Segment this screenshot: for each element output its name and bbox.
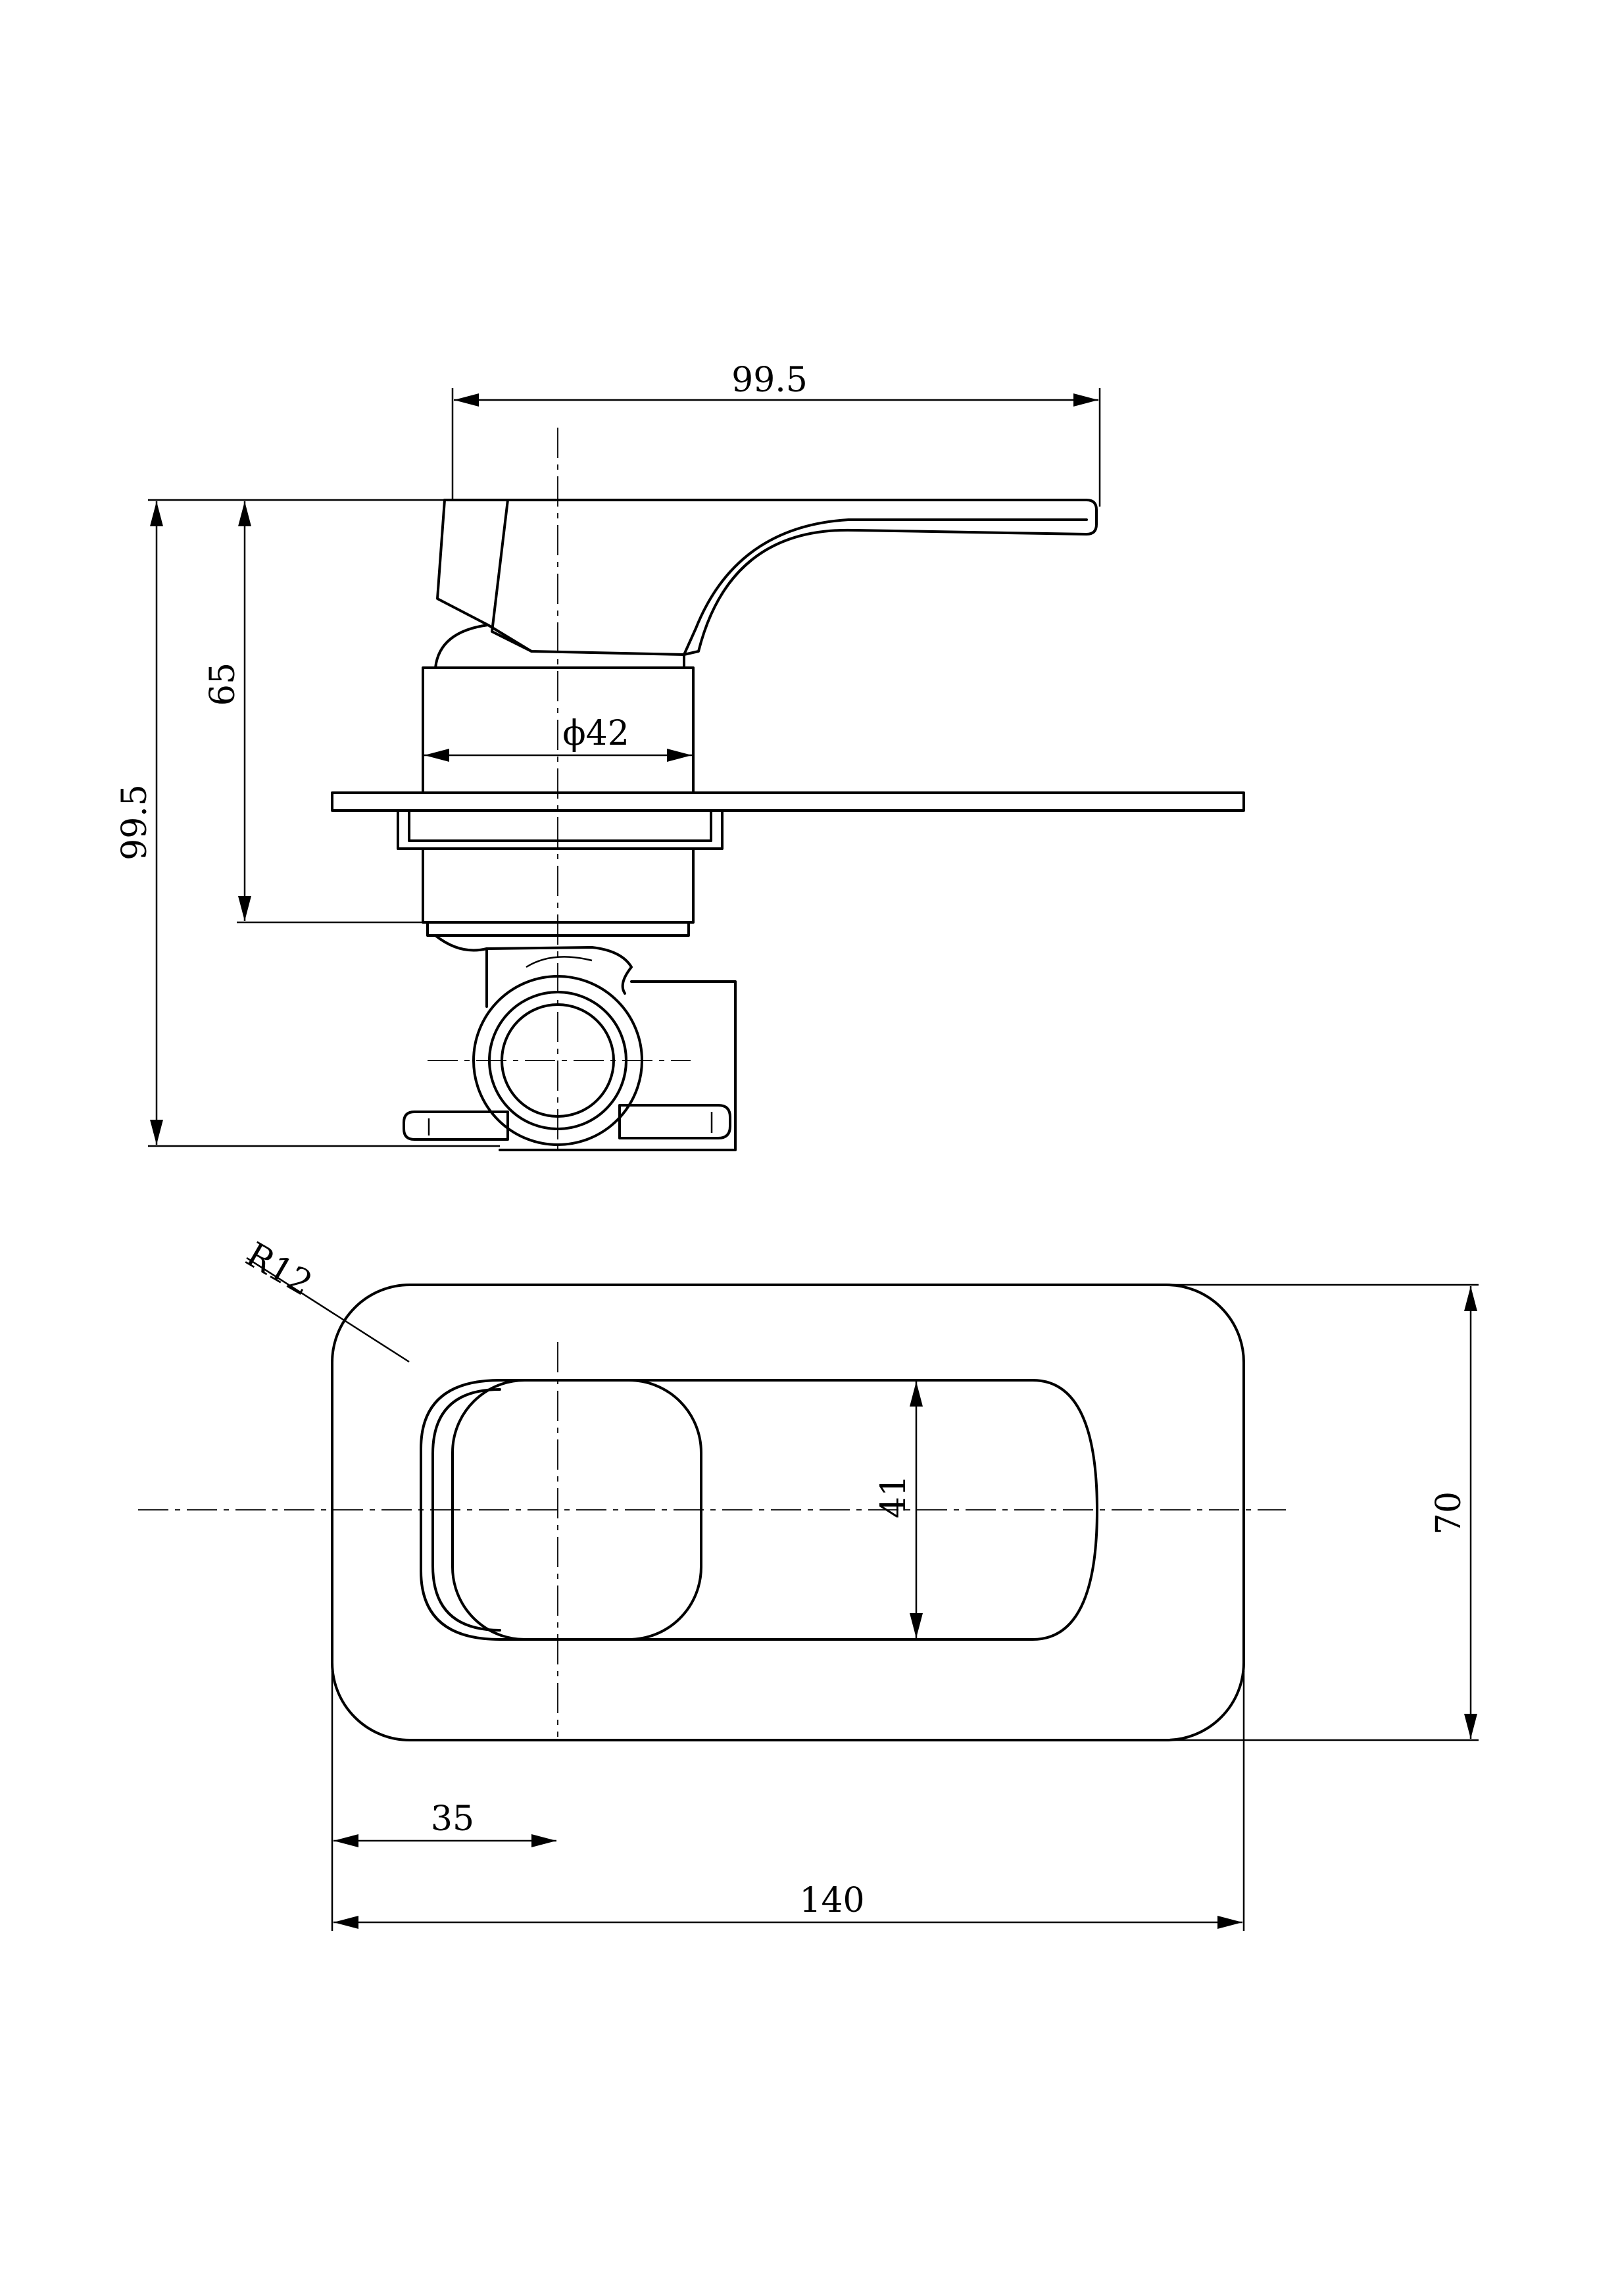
mounting-bracket — [499, 980, 737, 1151]
plan-view: R12 41 70 35 — [138, 1235, 1479, 1931]
dim-plate-height-label: 70 — [1429, 1491, 1469, 1535]
dim-offset-to-axis-label: 35 — [431, 1799, 474, 1839]
mounting-foot-right — [618, 1104, 731, 1139]
dim-total-height-label: 99.5 — [115, 784, 155, 861]
handle-grip-front — [436, 499, 533, 653]
valve-connector — [434, 934, 633, 995]
collar — [397, 809, 724, 850]
handle-outline-plan — [420, 1379, 1098, 1641]
handle-lever — [443, 499, 1098, 656]
handle-outline-plan-inner — [431, 1388, 501, 1632]
dim-inner-height: 41 — [874, 1382, 923, 1638]
handle-grip — [443, 499, 685, 669]
dim-body-diameter: ϕ42 — [424, 714, 692, 762]
dim-plate-height: 70 — [1429, 1286, 1477, 1739]
lever-knob-plan — [451, 1379, 702, 1641]
dim-corner-radius: R12 — [239, 1235, 410, 1363]
mounting-foot-left — [403, 1111, 509, 1141]
dim-inner-height-label: 41 — [874, 1475, 914, 1518]
cover-plate-side — [331, 791, 1245, 812]
cover-plate-outline — [331, 1284, 1245, 1741]
valve-connector-detail — [526, 956, 593, 968]
dim-handle-projection-label: 99.5 — [731, 361, 808, 400]
side-view: 99.5 99.5 65 ϕ42 — [115, 361, 1245, 1155]
dim-plate-width: 140 — [333, 1881, 1242, 1929]
handle-lever-inner-edge — [683, 518, 1088, 656]
dim-corner-radius-label: R12 — [239, 1235, 319, 1304]
collar-inner — [408, 809, 712, 842]
dim-handle-projection: 99.5 — [454, 361, 1098, 407]
valve-body-mid — [488, 991, 627, 1130]
handle-neck — [434, 624, 489, 669]
dim-cover-to-handle: 65 — [203, 501, 251, 921]
dim-body-diameter-label: ϕ42 — [562, 714, 629, 753]
dim-plate-width-label: 140 — [799, 1881, 864, 1920]
valve-body-inner — [501, 1003, 615, 1118]
body-lower-ring — [426, 921, 690, 937]
valve-body-outer — [472, 975, 643, 1146]
dim-offset-to-axis: 35 — [333, 1799, 556, 1847]
dim-cover-to-handle-label: 65 — [203, 662, 243, 706]
dim-total-height: 99.5 — [115, 501, 163, 1145]
